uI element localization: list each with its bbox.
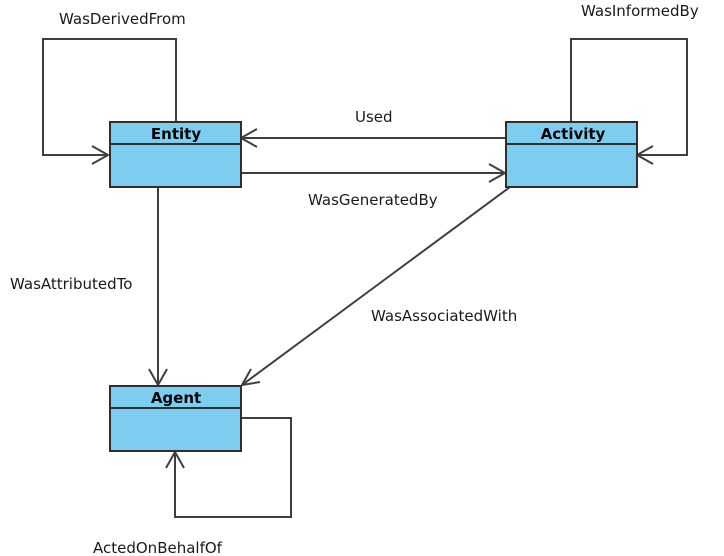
edge-was-attributed-to	[148, 188, 168, 388]
edge-used	[238, 128, 505, 148]
label-was-informed-by: WasInformedBy	[581, 2, 699, 20]
edge-was-derived-from	[42, 38, 177, 165]
class-agent-name: Agent	[151, 389, 201, 407]
edge-was-associated-with	[240, 186, 511, 387]
label-was-generated-by: WasGeneratedBy	[308, 191, 438, 209]
label-was-associated-with: WasAssociatedWith	[371, 307, 517, 325]
edge-was-generated-by	[241, 163, 508, 183]
label-was-derived-from: WasDerivedFrom	[59, 10, 186, 28]
class-agent: Agent	[109, 385, 242, 452]
label-used: Used	[355, 108, 393, 126]
label-acted-on-behalf-of: ActedOnBehalfOf	[93, 539, 223, 556]
class-entity-name: Entity	[151, 125, 201, 143]
class-entity: Entity	[109, 121, 242, 188]
label-was-attributed-to: WasAttributedTo	[10, 275, 132, 293]
class-activity: Activity	[505, 121, 638, 188]
class-activity-name: Activity	[541, 125, 606, 143]
